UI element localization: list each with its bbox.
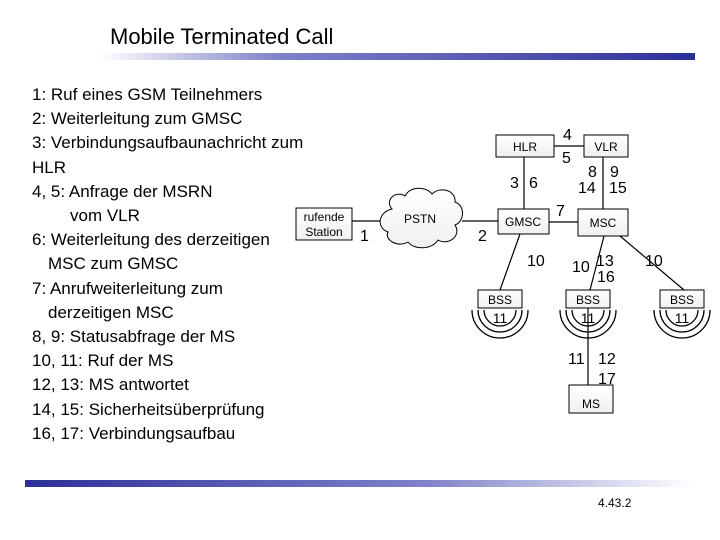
step-num-15: 15 [609,180,627,197]
msc-box [577,208,629,237]
step-3-cont: HLR [32,157,67,177]
pstn-cloud [379,187,463,249]
hlr-box [495,134,555,158]
caller-station-box [295,207,353,241]
slide-title: Mobile Terminated Call [110,24,334,49]
step-num-9: 9 [610,164,619,181]
pstn-label: PSTN [404,212,436,226]
step-4-5: 4, 5: Anfrage der MSRN [32,181,213,201]
ms-label: MS [582,397,600,411]
step-num-11-right: 11 [675,310,690,326]
caller-label-line1: rufende [304,210,345,224]
step-6: 6: Weiterleitung des derzeitigen [32,230,270,250]
radio-waves-center [559,309,617,339]
bss-box-left [477,289,523,309]
step-3: 3: Verbindungsaufbaunachricht zum [32,133,304,153]
slide-number: 4.43.2 [598,496,632,510]
step-num-10-center: 10 [572,259,590,276]
step-8-9: 8, 9: Statusabfrage der MS [32,327,236,347]
step-6-cont: MSC zum GMSC [48,254,179,274]
bss-label-left: BSS [488,293,512,307]
step-num-3: 3 [510,175,519,192]
step-num-8: 8 [588,164,597,181]
step-num-11-ms: 11 [568,351,585,368]
vlr-box [583,134,629,158]
bss-label-center: BSS [576,293,600,307]
step-12-13: 12, 13: MS antwortet [32,375,189,395]
bss-label-right: BSS [670,293,694,307]
step-num-11-center: 11 [581,310,596,326]
step-4-5-cont: vom VLR [70,206,140,226]
bss-box-right [659,289,705,309]
gmsc-box [497,208,550,235]
step-1: 1: Ruf eines GSM Teilnehmers [32,85,263,104]
step-num-11-left: 11 [493,310,508,326]
connection-lines [352,145,685,385]
step-2: 2: Weiterleitung zum GMSC [32,109,243,129]
radio-waves-left [471,309,529,339]
title-underline-bar [100,53,695,60]
radio-waves-right [653,309,711,339]
step-num-10-left: 10 [527,253,545,270]
step-num-5: 5 [562,150,571,167]
step-num-17: 17 [598,371,616,388]
step-list: 1: Ruf eines GSM Teilnehmers 2: Weiterle… [32,83,303,446]
step-10-11: 10, 11: Ruf der MS [32,351,174,371]
step-7: 7: Anrufweiterleitung zum [32,278,223,298]
step-16-17: 16, 17: Verbindungsaufbau [32,423,236,443]
step-num-6: 6 [529,175,538,192]
step-num-12: 12 [598,351,616,368]
step-num-10-right: 10 [645,253,663,270]
step-num-16: 16 [597,269,615,286]
step-num-4: 4 [563,127,572,144]
msc-label: MSC [590,216,617,230]
step-num-1: 1 [360,228,369,245]
step-num-14: 14 [578,180,596,197]
step-7-cont: derzeitigen MSC [48,302,174,322]
hlr-label: HLR [513,140,537,154]
step-num-13: 13 [596,253,614,270]
vlr-label: VLR [594,140,618,154]
ms-box [568,384,614,414]
caller-label-line2: Station [305,225,342,239]
step-num-2: 2 [478,228,487,245]
step-14-15: 14, 15: Sicherheitsüberprüfung [32,399,265,419]
footer-bar [25,480,693,487]
step-num-7: 7 [556,203,565,220]
gmsc-label: GMSC [505,215,541,229]
bss-box-center [565,289,611,309]
